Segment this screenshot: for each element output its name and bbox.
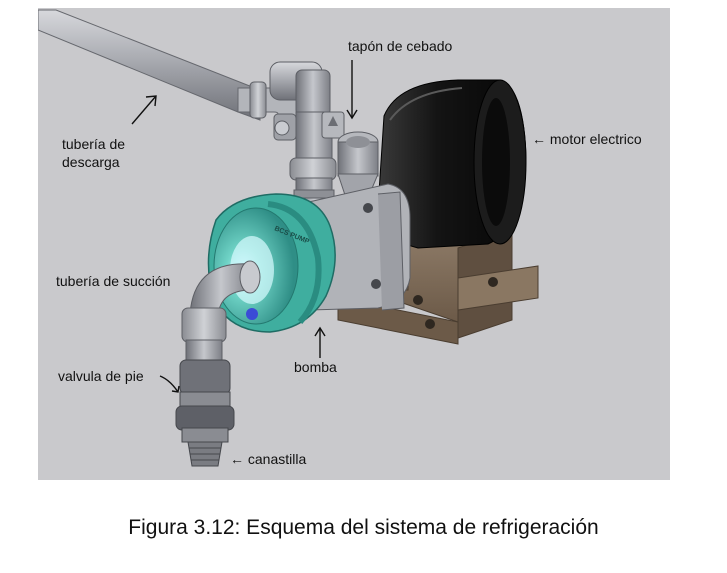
arrow-bomba-head xyxy=(314,326,326,337)
annotation-arrows xyxy=(131,60,358,393)
label-tuberia-succion: tubería de succión xyxy=(56,273,171,289)
label-canastilla: ← canastilla xyxy=(230,451,306,468)
arrow-valvula-head xyxy=(171,385,180,393)
arrow-descarga xyxy=(131,95,157,125)
pump-illustration: BCS PUMP xyxy=(38,8,670,480)
canastilla-label-text: canastilla xyxy=(247,451,307,467)
motor-label-text: motor electrico xyxy=(549,131,642,147)
label-bomba: bomba xyxy=(294,359,337,375)
strainer xyxy=(187,441,223,467)
label-tuberia-descarga-line1: tubería de xyxy=(62,136,126,152)
arrow-tapon-head xyxy=(346,109,358,120)
label-tuberia-descarga-line2: descarga xyxy=(62,154,120,170)
motor-arrow-glyph: ← xyxy=(532,131,546,147)
label-valvula-de-pie: valvula de pie xyxy=(58,368,144,384)
label-motor-electrico: ← motor electrico xyxy=(532,131,642,148)
foot-valve xyxy=(175,359,235,443)
canastilla-arrow-glyph: ← xyxy=(230,451,244,467)
arrow-descarga-head xyxy=(145,95,157,107)
discharge-pipe xyxy=(38,9,345,223)
arrow-valvula xyxy=(159,375,179,393)
pump-system-figure: BCS PUMP xyxy=(38,8,670,480)
label-tapon-de-cebado: tapón de cebado xyxy=(348,38,453,54)
electric-motor xyxy=(377,79,527,249)
suction-pipe xyxy=(181,260,261,363)
figure-caption: Figura 3.12: Esquema del sistema de refr… xyxy=(128,516,599,539)
